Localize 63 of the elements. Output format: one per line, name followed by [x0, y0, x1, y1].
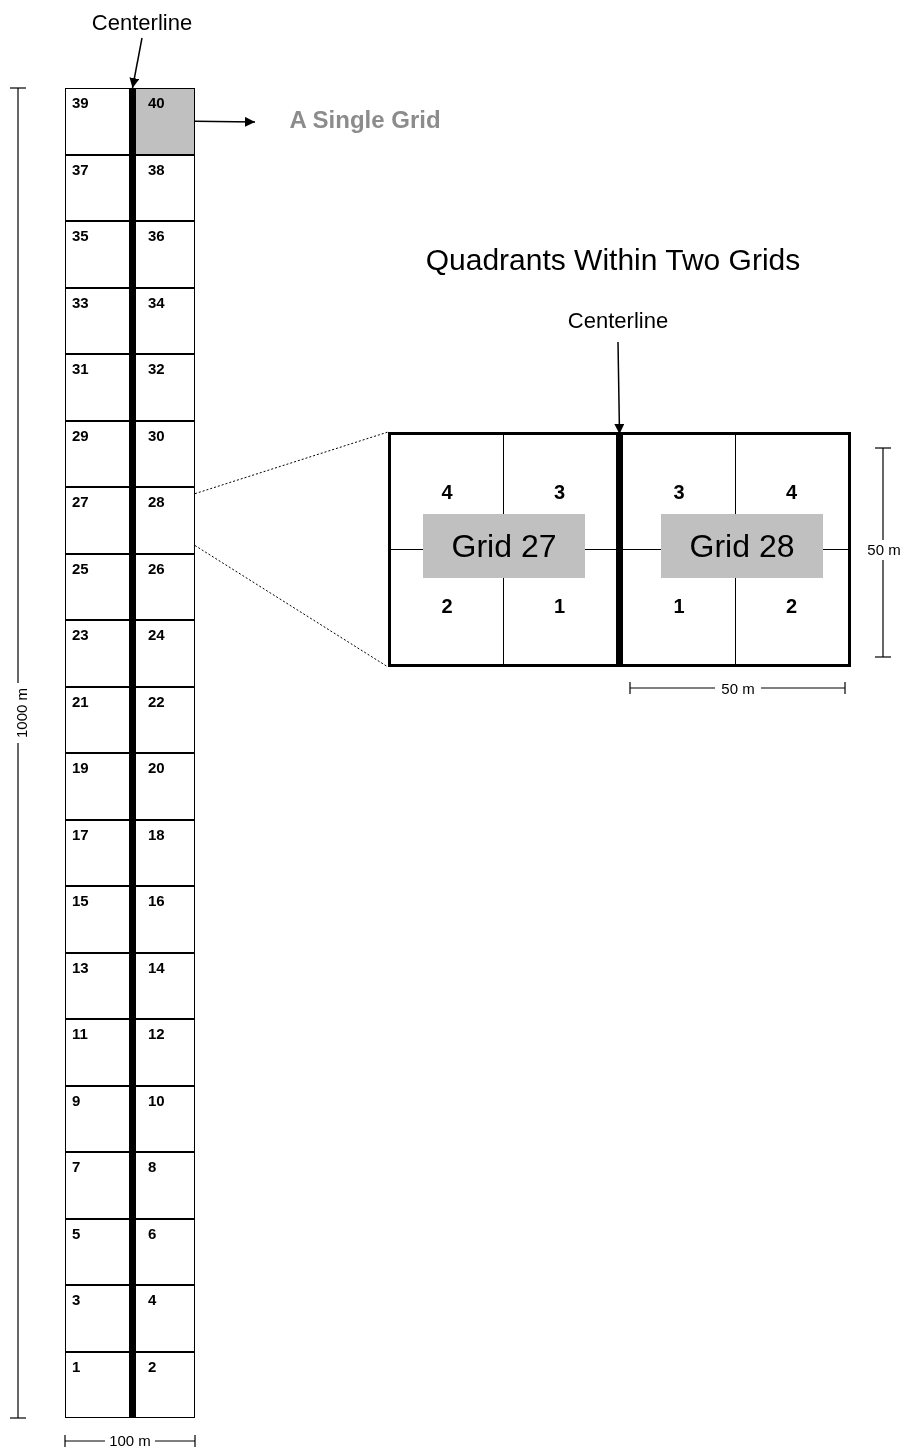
grid-cell: 21	[65, 686, 130, 753]
arrow	[129, 37, 143, 89]
centerline-label: Centerline	[80, 10, 204, 38]
grid-cell: 30	[135, 420, 195, 487]
grid-cell: 34	[135, 287, 195, 354]
grid-cell: 11	[65, 1019, 130, 1086]
quadrant-number: 1	[544, 593, 575, 620]
grid-cell: 6	[135, 1218, 195, 1285]
grid-cell: 27	[65, 487, 130, 554]
grid-cell: 17	[65, 819, 130, 886]
quadrant-number: 3	[664, 479, 694, 505]
arrow	[194, 116, 256, 127]
grid-cell: 40	[135, 88, 195, 155]
leader-line	[194, 431, 389, 495]
centerline-bar	[617, 434, 622, 665]
grid-cell: 23	[65, 620, 130, 687]
grid-cell: 8	[135, 1152, 195, 1219]
grid-cell: 5	[65, 1218, 130, 1285]
quadrant-number: 1	[664, 593, 694, 620]
centerline-bar	[130, 88, 135, 1418]
grid-cell: 9	[65, 1085, 130, 1152]
centerline-label: Centerline	[528, 308, 708, 342]
grid-cell: 31	[65, 354, 130, 421]
grid-cell: 1	[65, 1351, 130, 1418]
inset-frame	[388, 432, 851, 667]
grid-outline	[390, 434, 617, 665]
grid-cell: 28	[135, 487, 195, 554]
grid-cell: 22	[135, 686, 195, 753]
quadrant-number: 4	[432, 479, 462, 505]
grid-cell: 2	[135, 1351, 195, 1418]
grid-cell: 33	[65, 287, 130, 354]
grid-cell: 19	[65, 753, 130, 820]
quadrant-number: 4	[776, 479, 807, 505]
grid-cell: 35	[65, 221, 130, 288]
grid-cell: 29	[65, 420, 130, 487]
grid-cell: 20	[135, 753, 195, 820]
quadrant-number: 3	[544, 479, 575, 505]
grid-cell: 26	[135, 553, 195, 620]
grid-label: Grid 28	[661, 514, 823, 578]
grid-cell: 10	[135, 1085, 195, 1152]
leader-line	[194, 545, 389, 668]
grid-cell: 25	[65, 553, 130, 620]
grid-cell: 36	[135, 221, 195, 288]
grid-cell: 7	[65, 1152, 130, 1219]
grid-cell: 24	[135, 620, 195, 687]
grid-cell: 4	[135, 1285, 195, 1352]
callout-label: A Single Grid	[255, 106, 475, 138]
grid-cell: 3	[65, 1285, 130, 1352]
grid-cell: 13	[65, 952, 130, 1019]
quadrant-number: 2	[432, 593, 462, 620]
grid-cell: 12	[135, 1019, 195, 1086]
grid-cell: 18	[135, 819, 195, 886]
quadrant-number: 2	[776, 593, 807, 620]
grid-cell: 39	[65, 88, 130, 155]
grid-label: Grid 27	[423, 514, 585, 578]
grid-outline	[622, 434, 849, 665]
grid-cell: 32	[135, 354, 195, 421]
grid-cell: 15	[65, 886, 130, 953]
grid-cell: 37	[65, 154, 130, 221]
grid-cell: 16	[135, 886, 195, 953]
grid-cell: 14	[135, 952, 195, 1019]
arrow	[614, 341, 625, 435]
grid-cell: 38	[135, 154, 195, 221]
